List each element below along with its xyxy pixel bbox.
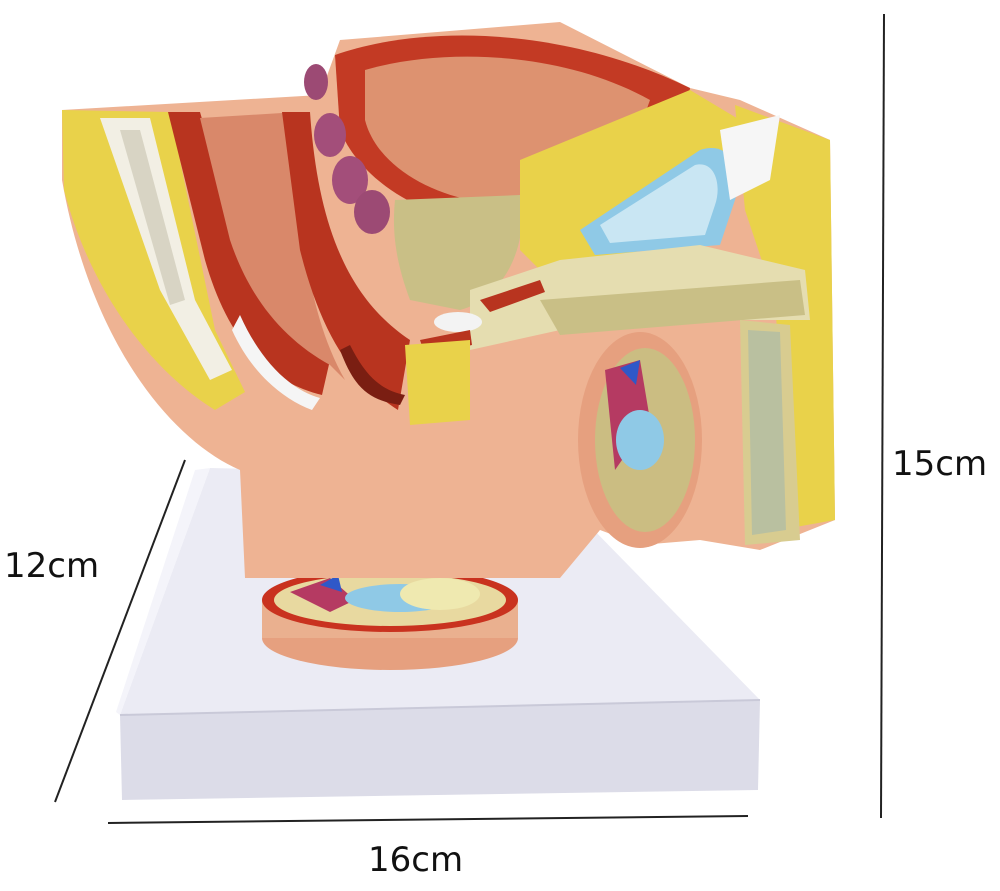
depth-dimension-label: 12cm: [4, 546, 100, 586]
testis-section: [578, 332, 702, 548]
width-dimension-label: 16cm: [368, 840, 464, 880]
seminal-vesicles: [304, 64, 390, 234]
pelvis-section-model: [62, 22, 835, 578]
height-dimension-label: 15cm: [892, 444, 988, 484]
width-dimension-line: [107, 815, 749, 824]
depth-dimension-line: [54, 459, 186, 803]
height-dimension-line: [880, 13, 885, 819]
cross-section-disc: [262, 568, 518, 670]
